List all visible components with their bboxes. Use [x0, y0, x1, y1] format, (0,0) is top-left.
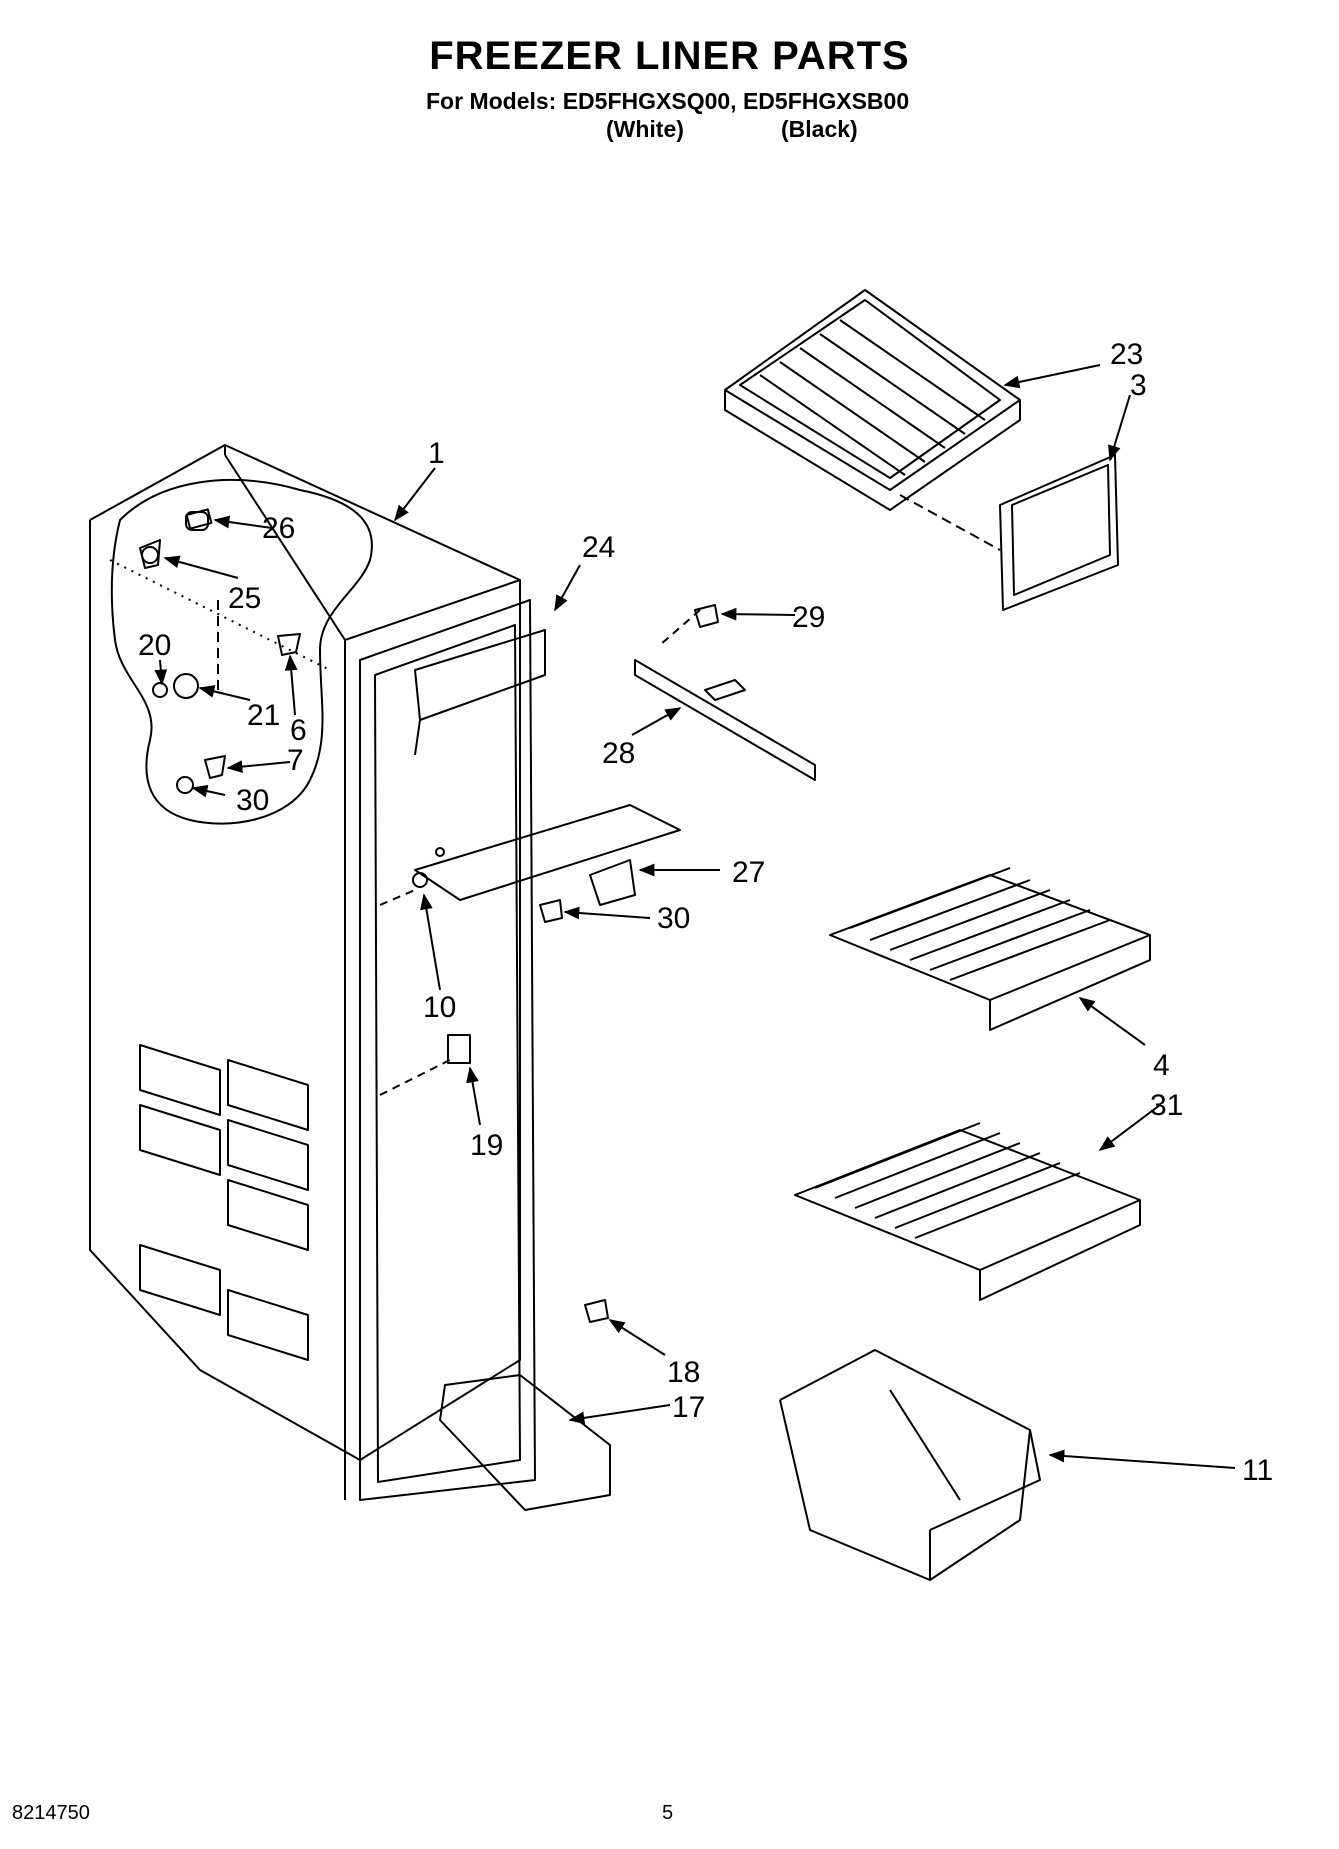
callout-23: 23	[1110, 338, 1143, 371]
part-27-bracket	[589, 859, 636, 906]
callout-30-b: 30	[657, 902, 690, 935]
part-17-cover	[439, 1374, 611, 1511]
callout-19: 19	[470, 1129, 503, 1162]
callout-21: 21	[247, 699, 280, 732]
freezer-liner	[89, 444, 536, 1501]
variant-black: (Black)	[781, 116, 858, 142]
part-18-screw	[584, 1299, 609, 1323]
callout-17: 17	[672, 1391, 705, 1424]
part-3-frame	[999, 454, 1119, 611]
part-11-bin	[779, 1349, 1041, 1581]
callout-1: 1	[428, 437, 445, 470]
callout-30-a: 30	[236, 784, 269, 817]
part-28-bracket	[634, 659, 816, 781]
callout-20: 20	[138, 629, 171, 662]
part-23-shelf	[724, 289, 1021, 511]
part-30-screw-b	[539, 899, 563, 923]
part-19	[447, 1034, 471, 1064]
page-number: 5	[662, 1802, 674, 1824]
part-27-plate	[414, 804, 681, 901]
callout-25: 25	[228, 582, 261, 615]
cutaway-detail	[110, 479, 373, 825]
part-29-screw	[694, 604, 719, 628]
document-number: 8214750	[12, 1802, 90, 1824]
page-title: FREEZER LINER PARTS	[429, 34, 910, 78]
part-31-wire-shelf	[794, 1122, 1141, 1301]
callout-11: 11	[1242, 1454, 1273, 1487]
models-line: For Models: ED5FHGXSQ00, ED5FHGXSB00	[426, 88, 910, 114]
callout-7: 7	[287, 744, 304, 777]
callout-10: 10	[423, 991, 456, 1024]
callout-28: 28	[602, 737, 635, 770]
callout-26: 26	[262, 512, 295, 545]
callout-31: 31	[1150, 1089, 1183, 1122]
part-4-wire-shelf	[829, 867, 1151, 1031]
callout-labels: 1 3 4 6 7 10 11 17 18 19 20 21 23 24 25 …	[138, 338, 1273, 1487]
part-10	[412, 872, 428, 888]
callout-27: 27	[732, 856, 765, 889]
callout-6: 6	[290, 714, 307, 747]
leader-lines	[154, 364, 1236, 1469]
callout-3: 3	[1130, 369, 1147, 402]
variant-white: (White)	[606, 116, 684, 142]
callout-29: 29	[792, 601, 825, 634]
callout-4: 4	[1153, 1049, 1170, 1082]
part-24-shield	[414, 629, 546, 721]
liner-back-panels	[139, 1044, 309, 1361]
callout-18: 18	[667, 1356, 700, 1389]
callout-24: 24	[582, 531, 615, 564]
